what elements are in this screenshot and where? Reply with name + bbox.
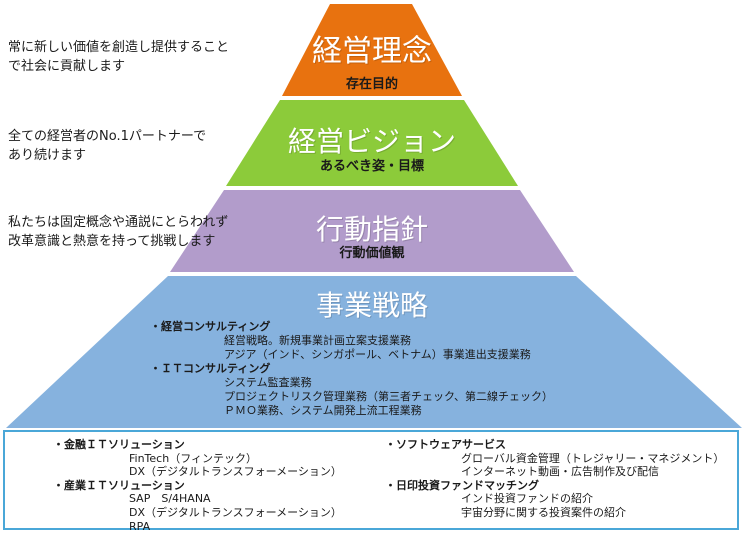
business-left-column: ・金融ＩＴソリューション FinTech（フィンテック） DX（デジタルトランス… [53, 438, 342, 533]
business-areas-box: ・金融ＩＴソリューション FinTech（フィンテック） DX（デジタルトランス… [3, 430, 739, 533]
strategy-content: ・経営コンサルティング 経営戦略。新規事業計画立案支援業務 アジア（インド、シン… [150, 320, 553, 418]
tier-3-title: 行動指針 [315, 213, 428, 246]
tier-4-title: 事業戦略 [315, 289, 428, 322]
tier-2-shape [226, 100, 518, 186]
strategy-heading-consulting: ・経営コンサルティング [150, 320, 271, 333]
business-item: SAP S/4HANA [129, 492, 211, 506]
financial-it-heading: ・金融ＩＴソリューション [53, 438, 185, 451]
business-item: 宇宙分野に関する投資案件の紹介 [461, 505, 626, 519]
description-2-line1: 全ての経営者のNo.1パートナーで [8, 129, 207, 144]
software-service-heading: ・ソフトウェアサービス [385, 438, 506, 451]
tier-4-shape [6, 276, 742, 428]
business-item: インド投資ファンドの紹介 [461, 492, 593, 506]
fund-matching-heading: ・日印投資ファンドマッチング [385, 478, 539, 492]
tier-1-shape [282, 4, 462, 96]
business-item: FinTech（フィンテック） [129, 451, 257, 465]
strategy-item: プロジェクトリスク管理業務（第三者チェック、第二線チェック） [224, 390, 554, 403]
business-item: DX（デジタルトランスフォーメーション） [129, 505, 342, 519]
description-3-line2: 改革意識と熱意を持って挑戦します [8, 234, 216, 249]
tier-1-title: 経営理念 [312, 34, 432, 69]
tier-3-shape [170, 190, 574, 272]
strategy-item: アジア（インド、シンガポール、ベトナム）事業進出支援業務 [224, 348, 531, 361]
description-1: 常に新しい価値を創造し提供すること で社会に貢献します [8, 38, 229, 76]
strategy-item: ＰＭＯ業務、システム開発上流工程業務 [224, 404, 422, 417]
description-1-line1: 常に新しい価値を創造し提供すること [8, 40, 230, 55]
tier-3-subtitle: 行動価値観 [339, 246, 405, 261]
description-3-line1: 私たちは固定概念や通説にとらわれず [8, 215, 229, 230]
tier-2-subtitle: あるべき姿・目標 [319, 159, 424, 174]
industrial-it-heading: ・産業ＩＴソリューション [53, 478, 185, 492]
description-2: 全ての経営者のNo.1パートナーで あり続けます [8, 127, 206, 165]
strategy-heading-it-consulting: ・ＩＴコンサルティング [150, 362, 271, 375]
business-right-column: ・ソフトウェアサービス グローバル資金管理（トレジャリー・マネジメント） インタ… [385, 438, 724, 520]
description-1-line2: で社会に貢献します [8, 59, 126, 74]
strategy-item: システム監査業務 [224, 376, 312, 389]
business-item: グローバル資金管理（トレジャリー・マネジメント） [461, 451, 725, 465]
business-item: インターネット動画・広告制作及び配信 [461, 465, 659, 479]
business-item: RPA [129, 519, 151, 533]
description-2-line2: あり続けます [8, 148, 87, 163]
business-item: DX（デジタルトランスフォーメーション） [129, 465, 342, 479]
strategy-item: 経営戦略。新規事業計画立案支援業務 [224, 334, 411, 347]
tier-2-title: 経営ビジョン [287, 125, 456, 158]
description-3: 私たちは固定概念や通説にとらわれず 改革意識と熱意を持って挑戦します [8, 213, 228, 251]
tier-1-subtitle: 存在目的 [345, 77, 398, 92]
